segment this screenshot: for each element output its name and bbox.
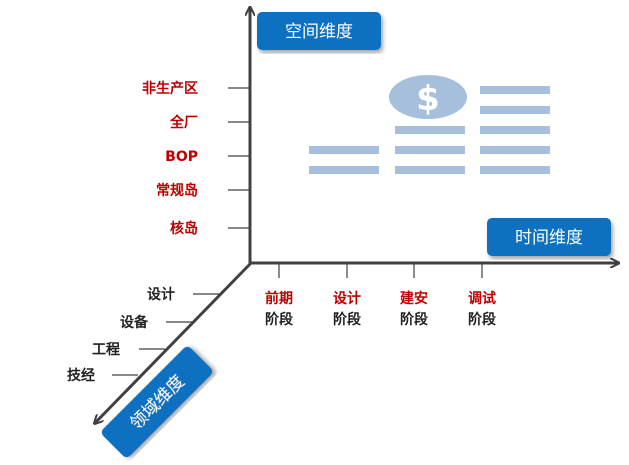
space-tick-label: 全厂 <box>169 114 198 131</box>
time-tick-label-top: 前期 <box>265 290 293 307</box>
dollar-symbol: $ <box>416 79 440 119</box>
domain-tick-label: 技经 <box>67 367 95 384</box>
space-tick-label: BOP <box>165 149 198 165</box>
svg-text:时间维度: 时间维度 <box>515 228 583 248</box>
space-tick-label: 常规岛 <box>156 182 198 199</box>
dollar-coin-stack-icon: $ <box>309 75 550 174</box>
space-tick-label: 核岛 <box>170 220 198 237</box>
time-tick-label-top: 设计 <box>333 290 361 307</box>
time-tick-label-bottom: 阶段 <box>468 311 496 328</box>
time-tick-label-bottom: 阶段 <box>400 311 428 328</box>
space-tick-label: 非生产区 <box>142 80 198 97</box>
domain-tick-label: 工程 <box>92 342 120 358</box>
time-tick-label-bottom: 阶段 <box>265 311 293 328</box>
svg-text:空间维度: 空间维度 <box>285 22 353 42</box>
domain-tick-label: 设备 <box>120 314 149 331</box>
time-tick-label-bottom: 阶段 <box>333 311 361 328</box>
time-tick-label-top: 建安 <box>400 290 428 307</box>
domain-axis <box>95 261 253 423</box>
time-tick-label-top: 调试 <box>468 290 496 307</box>
space-dimension-label: 空间维度 <box>257 12 381 50</box>
time-dimension-label: 时间维度 <box>487 218 611 256</box>
domain-tick-label: 设计 <box>147 286 175 303</box>
